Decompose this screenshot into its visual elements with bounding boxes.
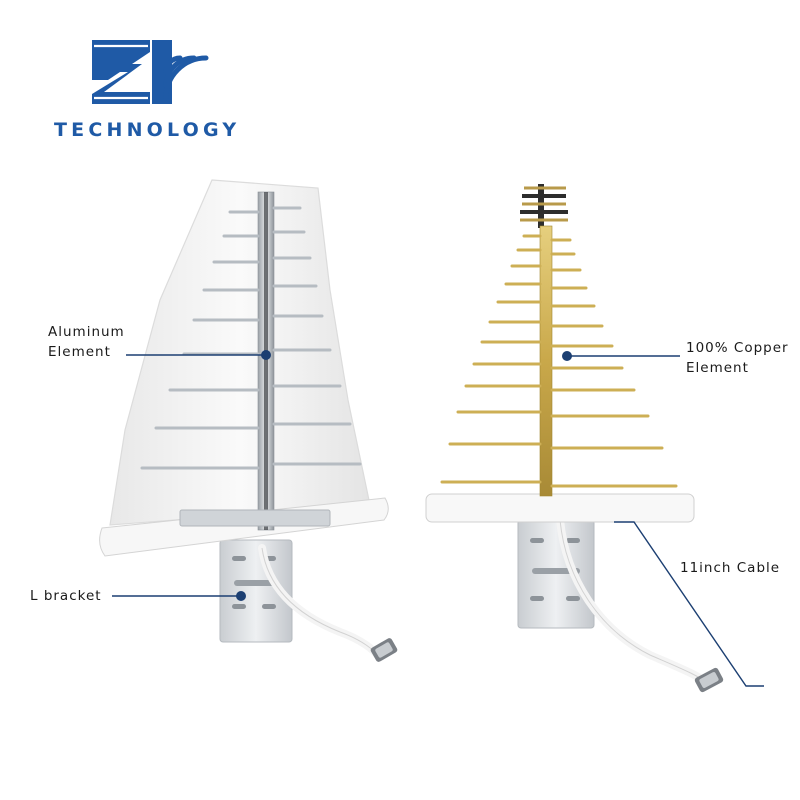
copper-elements bbox=[440, 234, 678, 488]
copper-callout-dot bbox=[562, 351, 572, 361]
callout-lines bbox=[112, 354, 764, 687]
copper-callout-line1: 100% Copper bbox=[686, 340, 789, 356]
callout-dots bbox=[236, 350, 572, 601]
copper-top-section bbox=[520, 184, 568, 228]
aluminum-callout-label: Aluminum Element bbox=[48, 322, 125, 362]
aluminum-callout-line1: Aluminum bbox=[48, 324, 125, 340]
aluminum-callout-dot bbox=[261, 350, 271, 360]
left-n-connector-icon bbox=[370, 638, 398, 662]
bracket-callout-dot bbox=[236, 591, 246, 601]
cable-callout-label: 11inch Cable bbox=[680, 560, 781, 576]
cable-callout-line bbox=[614, 521, 764, 687]
zd-wireless-logo-icon bbox=[92, 40, 209, 104]
copper-callout-line2: Element bbox=[686, 360, 749, 376]
aluminum-elements bbox=[140, 206, 362, 470]
right-n-connector-icon bbox=[694, 667, 724, 693]
copper-antenna bbox=[425, 184, 724, 693]
aluminum-callout-line2: Element bbox=[48, 344, 111, 360]
right-l-bracket bbox=[517, 519, 595, 629]
bracket-callout-label: L bracket bbox=[30, 588, 102, 604]
brand-name: TECHNOLOGY bbox=[54, 119, 241, 141]
copper-callout-label: 100% Copper Element bbox=[686, 338, 789, 378]
aluminum-antenna bbox=[99, 179, 398, 662]
right-base-plate bbox=[425, 493, 695, 523]
